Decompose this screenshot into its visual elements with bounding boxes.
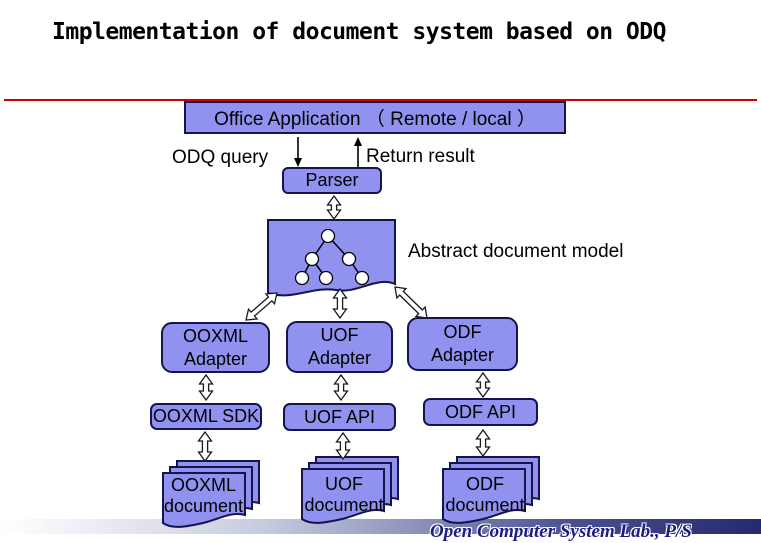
red-divider-line <box>4 99 757 101</box>
api-label: UOF API <box>303 406 375 427</box>
api-label: ODF API <box>444 401 516 422</box>
document-line: UOF <box>325 474 363 494</box>
abstract-model-label: Abstract document model <box>408 241 624 262</box>
odf-api-box: ODF API <box>423 398 538 426</box>
arrow-layer <box>197 137 491 463</box>
double-arrow <box>333 373 349 402</box>
slide-title: Implementation of document system based … <box>52 19 666 45</box>
document-line: ODF <box>466 474 504 494</box>
tree-node <box>341 251 357 267</box>
office-application-box: Office Application （ Remote / local ） <box>184 101 566 134</box>
parser-label: Parser <box>305 170 359 190</box>
tree-node <box>304 251 320 267</box>
double-arrow <box>198 373 214 402</box>
document-tree <box>294 228 370 286</box>
ooxml-document-label: OOXML document <box>163 475 244 517</box>
adapter-line: OOXML <box>182 325 248 346</box>
document-line: document <box>445 495 525 515</box>
double-arrow <box>335 431 351 461</box>
tree-node <box>354 270 370 286</box>
document-line: document <box>304 495 384 515</box>
double-arrow <box>394 286 428 319</box>
api-label: OOXML SDK <box>152 406 260 426</box>
adapter-line: ODF <box>443 322 482 342</box>
parser-box: Parser <box>282 167 382 194</box>
document-line: OOXML <box>170 475 236 495</box>
odq-query-label: ODQ query <box>172 147 269 168</box>
odf-document-label: ODF document <box>443 474 527 516</box>
odf-adapter-box: ODF Adapter <box>407 317 518 371</box>
tree-node <box>294 270 310 286</box>
uof-adapter-box: UOF Adapter <box>286 321 393 373</box>
ooxml-sdk-box: OOXML SDK <box>150 403 262 430</box>
double-arrow <box>475 371 491 399</box>
double-arrow <box>197 430 213 463</box>
return-result-label: Return result <box>366 146 475 167</box>
tree-node <box>318 270 334 286</box>
arrow-head <box>294 158 302 167</box>
arrow-head <box>354 137 362 146</box>
adapter-line: Adapter <box>430 345 495 365</box>
double-arrow <box>245 292 278 321</box>
ooxml-adapter-box: OOXML Adapter <box>161 322 270 373</box>
uof-api-box: UOF API <box>283 403 396 431</box>
double-arrow <box>332 287 348 320</box>
footer-credit: Open Computer System Lab., P/S <box>430 521 692 542</box>
document-line: document <box>163 496 244 516</box>
adapter-line: Adapter <box>307 348 372 368</box>
double-arrow <box>326 194 342 221</box>
double-arrow <box>475 428 491 458</box>
adapter-line: UOF <box>320 325 359 345</box>
adapter-line: Adapter <box>183 348 248 369</box>
tree-node <box>320 228 336 244</box>
office-application-label: Office Application （ Remote / local ） <box>214 109 536 130</box>
uof-document-label: UOF document <box>302 474 386 516</box>
